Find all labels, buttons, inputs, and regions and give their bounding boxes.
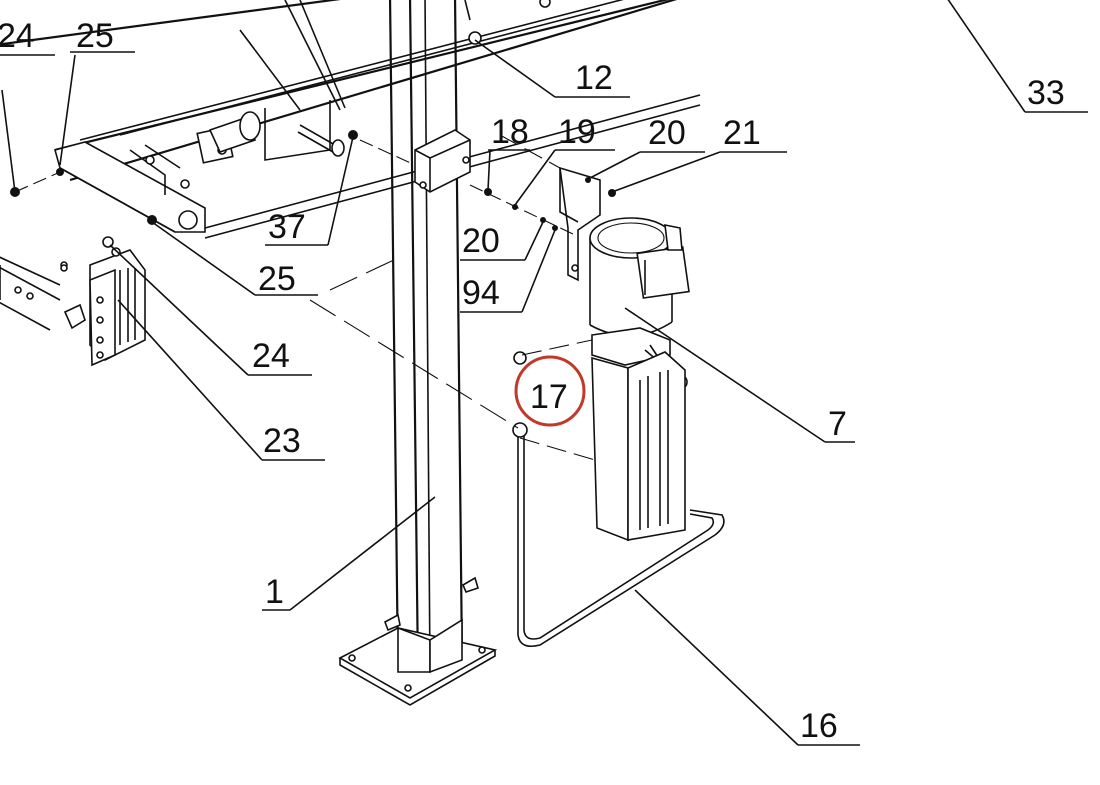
callout-25-mid: 25 <box>258 260 296 298</box>
callout-33: 33 <box>1027 74 1065 112</box>
callout-7: 7 <box>828 405 847 443</box>
callout-94: 94 <box>462 274 500 312</box>
callout-17: 17 <box>530 378 568 416</box>
callout-24-mid: 24 <box>252 337 290 375</box>
callout-21: 21 <box>723 114 761 152</box>
power-unit <box>513 166 690 542</box>
hydraulic-cylinder <box>196 111 345 164</box>
callout-16: 16 <box>800 707 838 745</box>
callout-23: 23 <box>263 422 301 460</box>
callout-1: 1 <box>265 573 284 611</box>
callout-37: 37 <box>268 208 306 246</box>
callout-20-top: 20 <box>648 114 686 152</box>
callout-labels: 24 25 12 33 18 19 20 21 37 20 25 94 24 1… <box>0 17 1065 745</box>
callout-12: 12 <box>575 59 613 97</box>
oil-reservoir <box>591 351 686 542</box>
callout-20-mid: 20 <box>462 222 500 260</box>
lift-arm-left <box>0 236 146 367</box>
electric-motor <box>589 217 690 337</box>
leader-lines <box>0 0 1088 746</box>
callout-24-top: 24 <box>0 17 35 55</box>
vertical-post <box>338 0 498 706</box>
callout-18: 18 <box>491 113 529 151</box>
callout-25-top: 25 <box>76 17 114 55</box>
callout-19: 19 <box>558 113 596 151</box>
assembly-axes <box>14 134 596 461</box>
highlight-circle <box>514 355 586 427</box>
